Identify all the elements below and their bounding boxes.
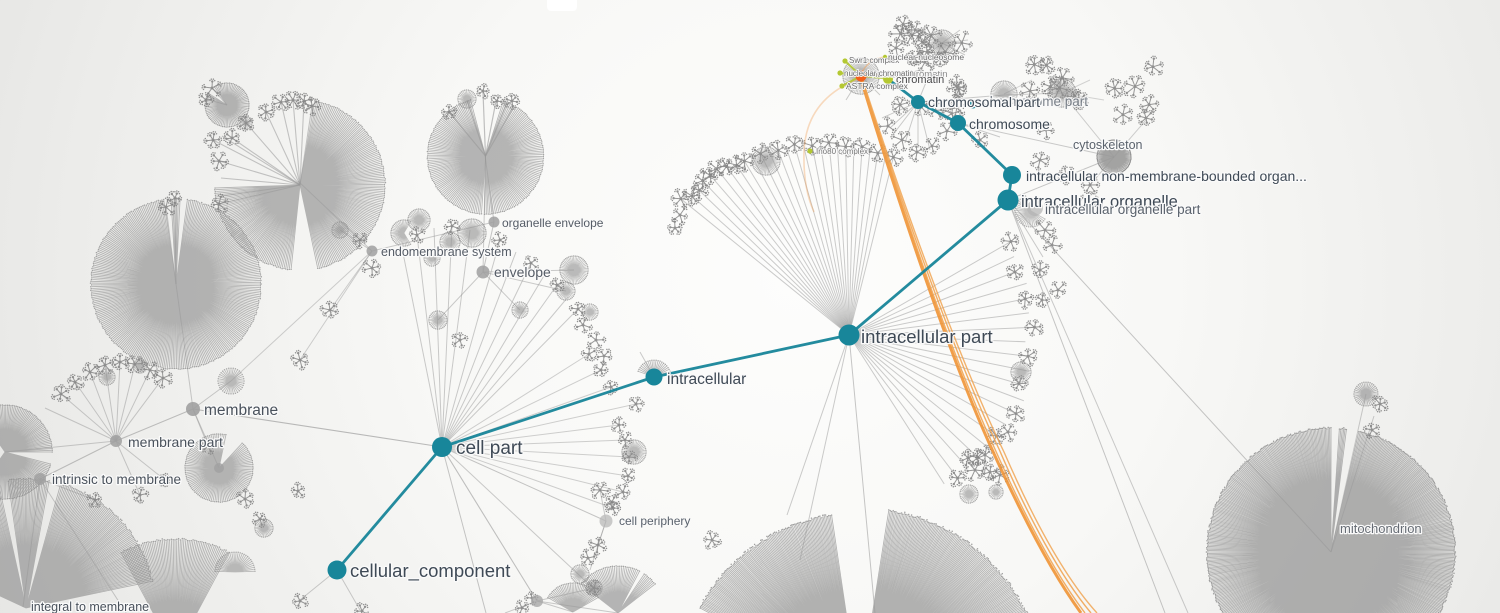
svg-text:intracellular organelle part: intracellular organelle part: [1045, 202, 1201, 217]
svg-text:membrane: membrane: [204, 402, 278, 419]
svg-text:ASTRA complex: ASTRA complex: [846, 81, 909, 91]
svg-text:Swr1 complex: Swr1 complex: [849, 56, 899, 65]
svg-text:cell part: cell part: [456, 438, 523, 459]
svg-text:cellular_component: cellular_component: [350, 560, 510, 582]
svg-text:endomembrane system: endomembrane system: [381, 245, 512, 259]
svg-text:mitochondrion: mitochondrion: [1340, 521, 1422, 536]
svg-text:Ino80 complex: Ino80 complex: [816, 147, 868, 156]
svg-text:intrinsic to membrane: intrinsic to membrane: [52, 472, 181, 487]
svg-text:nucleolar chromatin: nucleolar chromatin: [844, 69, 914, 78]
svg-text:membrane part: membrane part: [128, 434, 223, 450]
svg-text:chromatin: chromatin: [896, 74, 944, 86]
svg-text:nuclear chromatin: nuclear chromatin: [872, 69, 948, 80]
svg-text:nuclear nucleosome: nuclear nucleosome: [888, 52, 964, 62]
svg-text:envelope: envelope: [494, 264, 551, 280]
svg-text:cell periphery: cell periphery: [619, 514, 690, 528]
svg-text:chromosome: chromosome: [969, 116, 1050, 132]
svg-text:organelle envelope: organelle envelope: [502, 216, 604, 230]
svg-text:intracellular non-membrane-bou: intracellular non-membrane-bounded organ…: [1026, 168, 1307, 184]
svg-text:intracellular organelle: intracellular organelle: [1021, 193, 1178, 211]
svg-text:chromosomal part: chromosomal part: [928, 94, 1040, 110]
svg-text:cytoskeleton: cytoskeleton: [1073, 138, 1143, 152]
svg-text:intracellular: intracellular: [667, 371, 746, 388]
svg-text:chromosome part: chromosome part: [983, 94, 1088, 109]
svg-text:intracellular part: intracellular part: [861, 326, 993, 347]
svg-text:integral to membrane: integral to membrane: [31, 600, 149, 613]
